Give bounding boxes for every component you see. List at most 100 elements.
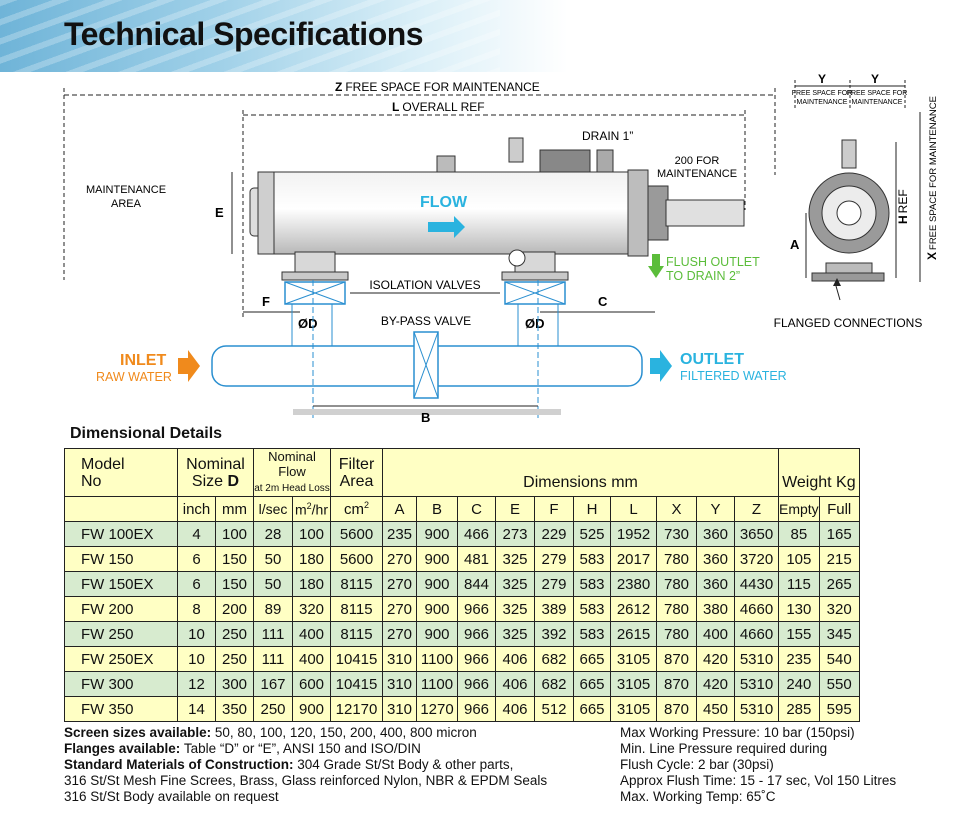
value-cell: 870 bbox=[656, 696, 697, 722]
b-label: B bbox=[421, 410, 430, 425]
maintenance-200-label-2: MAINTENANCE bbox=[657, 168, 737, 180]
subheader-cell: A bbox=[382, 496, 417, 522]
flanges-note: Flanges available: Table “D” or “E”, ANS… bbox=[64, 741, 421, 756]
bypass-valve-label: BY-PASS VALVE bbox=[381, 314, 471, 328]
value-cell: 4660 bbox=[734, 621, 779, 647]
value-cell: 780 bbox=[656, 546, 697, 572]
value-cell: 50 bbox=[253, 571, 293, 597]
c-label: C bbox=[598, 294, 608, 309]
value-cell: 450 bbox=[696, 696, 735, 722]
flow-label: FLOW bbox=[420, 194, 468, 211]
value-cell: 6 bbox=[177, 571, 216, 597]
value-cell: 12 bbox=[177, 671, 216, 697]
value-cell: 10415 bbox=[330, 671, 383, 697]
value-cell: 420 bbox=[696, 646, 735, 672]
value-cell: 900 bbox=[416, 571, 458, 597]
value-cell: 200 bbox=[215, 596, 254, 622]
value-cell: 345 bbox=[818, 621, 860, 647]
maintenance-area-label-2: AREA bbox=[111, 198, 142, 210]
model-cell: FW 350 bbox=[64, 696, 178, 722]
value-cell: 8115 bbox=[330, 596, 383, 622]
value-cell: 270 bbox=[382, 621, 417, 647]
value-cell: 5310 bbox=[734, 696, 779, 722]
value-cell: 540 bbox=[818, 646, 860, 672]
subheader-cell: X bbox=[656, 496, 697, 522]
value-cell: 10 bbox=[177, 621, 216, 647]
outlet-arrow-icon bbox=[650, 350, 672, 382]
y-label-2: Y bbox=[871, 72, 879, 86]
value-cell: 966 bbox=[457, 696, 496, 722]
value-cell: 310 bbox=[382, 646, 417, 672]
value-cell: 180 bbox=[292, 571, 331, 597]
value-cell: 4 bbox=[177, 521, 216, 547]
value-cell: 420 bbox=[696, 671, 735, 697]
value-cell: 3105 bbox=[610, 671, 657, 697]
value-cell: 115 bbox=[778, 571, 820, 597]
header-dimensions: Dimensions mm bbox=[382, 448, 779, 497]
value-cell: 682 bbox=[534, 671, 574, 697]
isolation-valve-outlet bbox=[504, 281, 566, 305]
value-cell: 3720 bbox=[734, 546, 779, 572]
subheader-cell: F bbox=[534, 496, 574, 522]
value-cell: 481 bbox=[457, 546, 496, 572]
value-cell: 900 bbox=[416, 596, 458, 622]
value-cell: 111 bbox=[253, 646, 293, 672]
maintenance-200-label-1: 200 FOR bbox=[675, 155, 720, 167]
value-cell: 100 bbox=[292, 521, 331, 547]
subheader-cell: L bbox=[610, 496, 657, 522]
header-weight: Weight Kg bbox=[778, 448, 860, 497]
value-cell: 966 bbox=[457, 646, 496, 672]
value-cell: 3650 bbox=[734, 521, 779, 547]
value-cell: 10 bbox=[177, 646, 216, 672]
value-cell: 780 bbox=[656, 596, 697, 622]
value-cell: 2380 bbox=[610, 571, 657, 597]
value-cell: 2612 bbox=[610, 596, 657, 622]
inlet-arrow-icon bbox=[178, 350, 200, 382]
model-cell: FW 150 bbox=[64, 546, 178, 572]
value-cell: 310 bbox=[382, 671, 417, 697]
value-cell: 150 bbox=[215, 571, 254, 597]
base-plate bbox=[293, 409, 561, 415]
h-ref-label: HREF bbox=[896, 189, 910, 224]
value-cell: 50 bbox=[253, 546, 293, 572]
value-cell: 1100 bbox=[416, 671, 458, 697]
subheader-cell: H bbox=[573, 496, 611, 522]
value-cell: 279 bbox=[534, 546, 574, 572]
subheader-cell: Z bbox=[734, 496, 779, 522]
value-cell: 870 bbox=[656, 671, 697, 697]
air-release-valve bbox=[508, 137, 524, 163]
value-cell: 100 bbox=[215, 521, 254, 547]
value-cell: 844 bbox=[457, 571, 496, 597]
value-cell: 870 bbox=[656, 646, 697, 672]
value-cell: 550 bbox=[818, 671, 860, 697]
value-cell: 400 bbox=[696, 621, 735, 647]
value-cell: 3105 bbox=[610, 646, 657, 672]
value-cell: 5310 bbox=[734, 646, 779, 672]
value-cell: 900 bbox=[416, 546, 458, 572]
model-cell: FW 200 bbox=[64, 596, 178, 622]
value-cell: 89 bbox=[253, 596, 293, 622]
end-view-base bbox=[811, 272, 885, 282]
flush-outlet-label-1: FLUSH OUTLET bbox=[666, 255, 760, 269]
x-free-space-label: XFREE SPACE FOR MAINTENANCE bbox=[925, 96, 939, 260]
value-cell: 270 bbox=[382, 546, 417, 572]
value-cell: 2615 bbox=[610, 621, 657, 647]
value-cell: 325 bbox=[495, 621, 535, 647]
value-cell: 105 bbox=[778, 546, 820, 572]
actuator-housing bbox=[647, 185, 669, 241]
flow-arrow-icon bbox=[428, 216, 465, 238]
value-cell: 320 bbox=[818, 596, 860, 622]
value-cell: 285 bbox=[778, 696, 820, 722]
value-cell: 8115 bbox=[330, 571, 383, 597]
flush-arrow-icon bbox=[652, 254, 660, 268]
model-cell: FW 300 bbox=[64, 671, 178, 697]
value-cell: 665 bbox=[573, 671, 611, 697]
value-cell: 235 bbox=[382, 521, 417, 547]
